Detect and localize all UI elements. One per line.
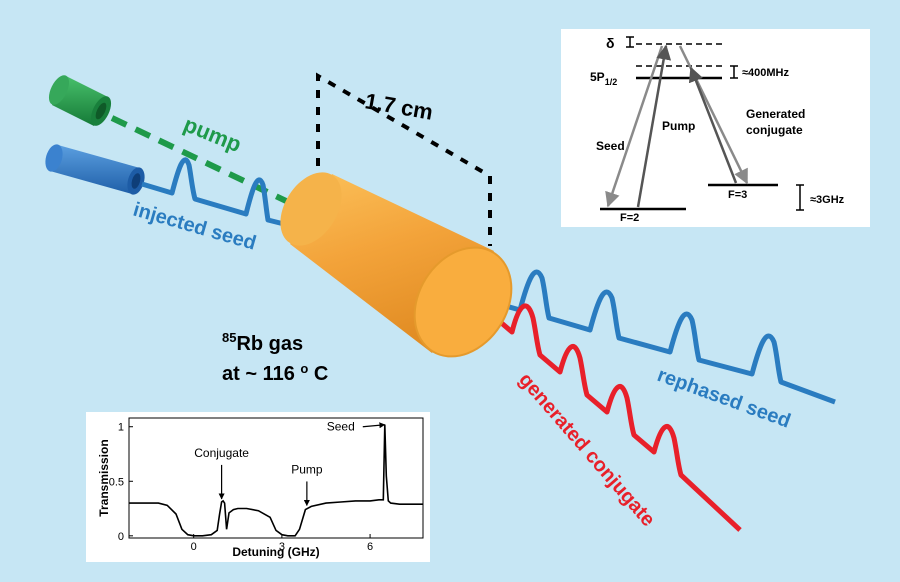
y-tick-label: 0	[118, 531, 124, 543]
plot-panel	[86, 412, 430, 562]
y-axis-label: Transmission	[97, 439, 111, 516]
length-bracket	[316, 72, 492, 246]
f2-label: F=2	[620, 212, 639, 224]
delta-bracket	[626, 36, 634, 48]
y-ticks: 00.51	[109, 422, 133, 543]
annotation-conjugate: Conjugate	[194, 446, 249, 500]
vapor-cell	[280, 172, 513, 358]
seed-arrow	[605, 45, 664, 208]
seed-fiber	[45, 144, 145, 195]
conjugate-beam	[468, 294, 742, 532]
pump-fiber	[48, 75, 112, 126]
transmission-trace	[129, 424, 423, 537]
annotation-arrow	[362, 422, 386, 429]
annotation-label: Pump	[291, 462, 323, 476]
plot-axes-box	[128, 417, 424, 539]
annotation-label: Conjugate	[194, 446, 249, 460]
pump-arrow-1	[636, 44, 672, 208]
rephased-seed-label: rephased seed	[654, 364, 793, 433]
splitting-bracket	[796, 184, 804, 211]
temperature-label: at ~ 116 o C	[222, 361, 328, 385]
level-diagram: δ ≈400MHz 5P1/2 Seed Pump Generated conj…	[561, 29, 870, 227]
rephased-beam	[469, 269, 836, 405]
x-tick-label: 6	[367, 541, 373, 553]
length-label: 1.7 cm	[363, 88, 435, 125]
gas-name: Rb gas	[236, 333, 303, 355]
y-tick-label: 0.5	[109, 476, 124, 488]
conjugate-transition-label: conjugate	[746, 123, 803, 137]
gas-label: 85Rb gas	[222, 330, 303, 355]
annotation-seed: Seed	[327, 420, 386, 434]
x-axis-label: Detuning (GHz)	[232, 545, 319, 559]
pump-label: pump	[180, 111, 245, 157]
injected-seed-label: injected seed	[131, 199, 259, 255]
detuning-bracket	[730, 65, 738, 79]
seed-beam	[141, 157, 301, 231]
pump-beam	[110, 115, 307, 213]
y-tick-label: 1	[118, 422, 124, 434]
degree-sign: o	[300, 361, 308, 376]
f3-label: F=3	[728, 189, 747, 201]
x-tick-label: 3	[279, 541, 285, 553]
x-tick-label: 0	[191, 541, 197, 553]
seed-transition-label: Seed	[596, 139, 625, 153]
annotation-pump: Pump	[291, 462, 323, 507]
pump-arrow-2	[688, 66, 738, 184]
annotation-label: Seed	[327, 420, 355, 434]
gas-isotope: 85	[222, 330, 236, 345]
splitting-label: ≈3GHz	[810, 194, 845, 206]
pump-transition-label: Pump	[662, 119, 695, 133]
generated-label: Generated	[746, 107, 805, 121]
delta-label: δ	[606, 35, 615, 51]
excited-state-label: 5P1/2	[590, 70, 617, 87]
detuning-400-label: ≈400MHz	[742, 67, 789, 79]
